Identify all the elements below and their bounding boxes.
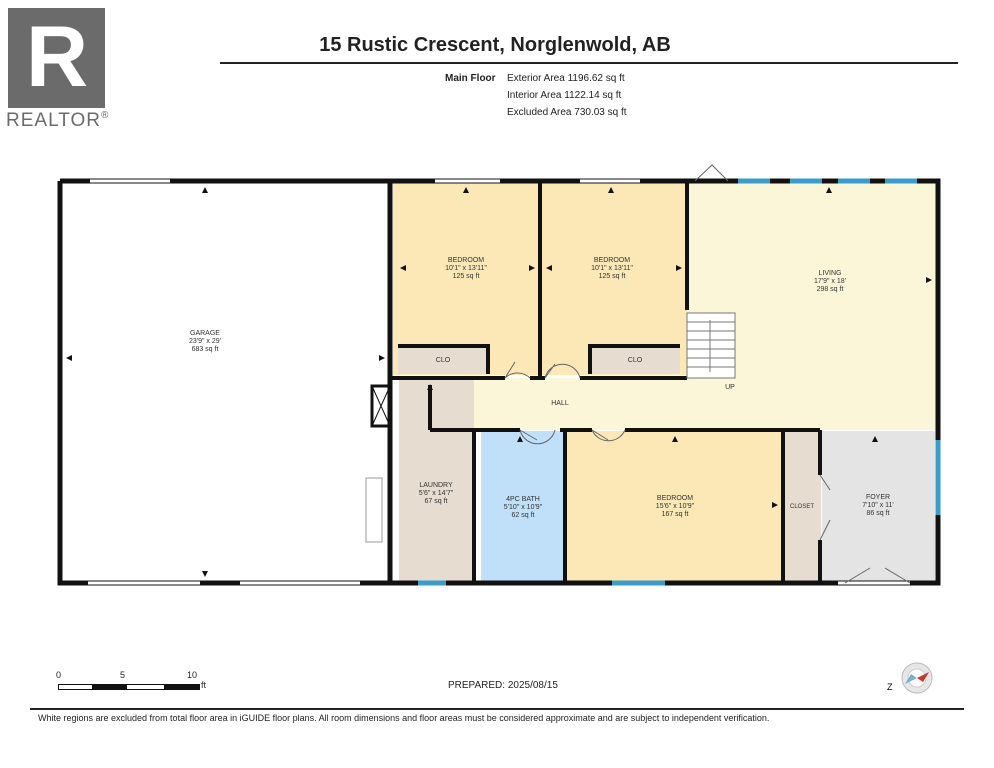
scale-bar-seg2 bbox=[164, 684, 199, 690]
compass-icon: Z bbox=[887, 662, 933, 694]
living-area: 298 sq ft bbox=[816, 286, 844, 293]
floor-label: Main Floor bbox=[445, 73, 496, 84]
closet-label: CLOSET bbox=[789, 504, 814, 510]
realtor-logo-letter: R bbox=[25, 9, 89, 105]
bedroom2-area: 125 sq ft bbox=[598, 273, 626, 280]
svg-text:Z: Z bbox=[887, 682, 893, 692]
living-dims: 17'9" x 18' bbox=[813, 278, 846, 285]
bedroom1-fill bbox=[393, 183, 539, 375]
garage-area: 683 sq ft bbox=[191, 346, 219, 353]
chimney-box bbox=[370, 384, 392, 428]
hall-label: HALL bbox=[551, 400, 569, 407]
garage-name: GARAGE bbox=[190, 330, 220, 337]
clo2-label: CLO bbox=[627, 357, 643, 364]
foyer-dims: 7'10" x 11' bbox=[862, 502, 894, 509]
laundry-dims: 5'6" x 14'7" bbox=[418, 490, 454, 497]
bath-area: 62 sq ft bbox=[511, 512, 535, 519]
side-door bbox=[365, 477, 383, 543]
bedroom1-area: 125 sq ft bbox=[452, 273, 480, 280]
bedroom3-fill bbox=[567, 431, 782, 583]
prepared-date: PREPARED: 2025/08/15 bbox=[448, 680, 558, 691]
bedroom1-name: BEDROOM bbox=[447, 257, 485, 264]
foyer-label: FOYER 7'10" x 11' 86 sq ft bbox=[842, 494, 914, 518]
bedroom2-label: BEDROOM 10'1" x 13'11" 125 sq ft bbox=[577, 257, 647, 281]
stairs bbox=[686, 312, 736, 379]
bath-label: 4PC BATH 5'10" x 10'9" 62 sq ft bbox=[487, 496, 559, 520]
bedroom1-label: BEDROOM 10'1" x 13'11" 125 sq ft bbox=[431, 257, 501, 281]
scale-bar-frame bbox=[58, 684, 200, 690]
excluded-area: Excluded Area 730.03 sq ft bbox=[507, 107, 627, 118]
living-name: LIVING bbox=[818, 270, 842, 277]
interior-area: Interior Area 1122.14 sq ft bbox=[507, 90, 622, 101]
laundry-label: LAUNDRY 5'6" x 14'7" 67 sq ft bbox=[401, 482, 471, 506]
title-divider bbox=[220, 62, 958, 64]
bath-dims: 5'10" x 10'9" bbox=[503, 504, 543, 511]
laundry-area: 67 sq ft bbox=[424, 498, 448, 505]
bath-fill bbox=[481, 431, 565, 583]
scale-tick-5: 5 bbox=[120, 670, 126, 680]
realtor-logo-text: REALTOR® bbox=[6, 110, 110, 131]
bedroom2-name: BEDROOM bbox=[593, 257, 631, 264]
scale-tick-0: 0 bbox=[56, 670, 62, 680]
clo2-fill bbox=[590, 346, 680, 374]
up-label: UP bbox=[725, 384, 735, 391]
living-label: LIVING 17'9" x 18' 298 sq ft bbox=[795, 270, 865, 294]
laundry-name: LAUNDRY bbox=[419, 482, 453, 489]
bedroom3-area: 167 sq ft bbox=[661, 511, 689, 518]
interior-walls bbox=[390, 181, 822, 583]
clo1-fill bbox=[398, 346, 488, 374]
foyer-area: 86 sq ft bbox=[866, 510, 890, 517]
hall-fill bbox=[430, 378, 820, 430]
clo1-label: CLO bbox=[435, 357, 451, 364]
bath-name: 4PC BATH bbox=[506, 496, 540, 503]
exterior-area: Exterior Area 1196.62 sq ft bbox=[507, 73, 625, 84]
closet-fill bbox=[785, 431, 821, 583]
footer-divider bbox=[30, 708, 964, 710]
realtor-logo bbox=[8, 8, 105, 108]
scale-unit: ft bbox=[201, 680, 207, 690]
scale-bar: 0 5 10 ft bbox=[54, 670, 214, 694]
laundry-fill bbox=[399, 378, 474, 583]
foyer-fill bbox=[822, 431, 935, 583]
page-title: 15 Rustic Crescent, Norglenwold, AB bbox=[319, 34, 671, 56]
foyer-name: FOYER bbox=[865, 494, 891, 501]
windows bbox=[418, 178, 941, 586]
window-gaps bbox=[88, 179, 910, 585]
bedroom2-dims: 10'1" x 13'11" bbox=[591, 265, 633, 272]
bedroom1-dims: 10'1" x 13'11" bbox=[445, 265, 487, 272]
scale-bar-seg1 bbox=[92, 684, 127, 690]
dimension-arrows bbox=[66, 187, 932, 577]
door-swings bbox=[504, 164, 911, 584]
bedroom3-dims: 15'6" x 10'9" bbox=[655, 503, 695, 510]
area-summary: Main Floor Exterior Area 1196.62 sq ft In… bbox=[445, 70, 627, 121]
bedroom3-name: BEDROOM bbox=[656, 495, 694, 502]
scale-tick-10: 10 bbox=[187, 670, 198, 680]
disclaimer: White regions are excluded from total fl… bbox=[38, 713, 770, 723]
garage-label: GARAGE 23'9" x 29' 683 sq ft bbox=[170, 330, 240, 354]
garage-dims: 23'9" x 29' bbox=[188, 338, 221, 345]
bedroom2-fill bbox=[541, 183, 687, 375]
bedroom3-label: BEDROOM 15'6" x 10'9" 167 sq ft bbox=[639, 495, 711, 519]
